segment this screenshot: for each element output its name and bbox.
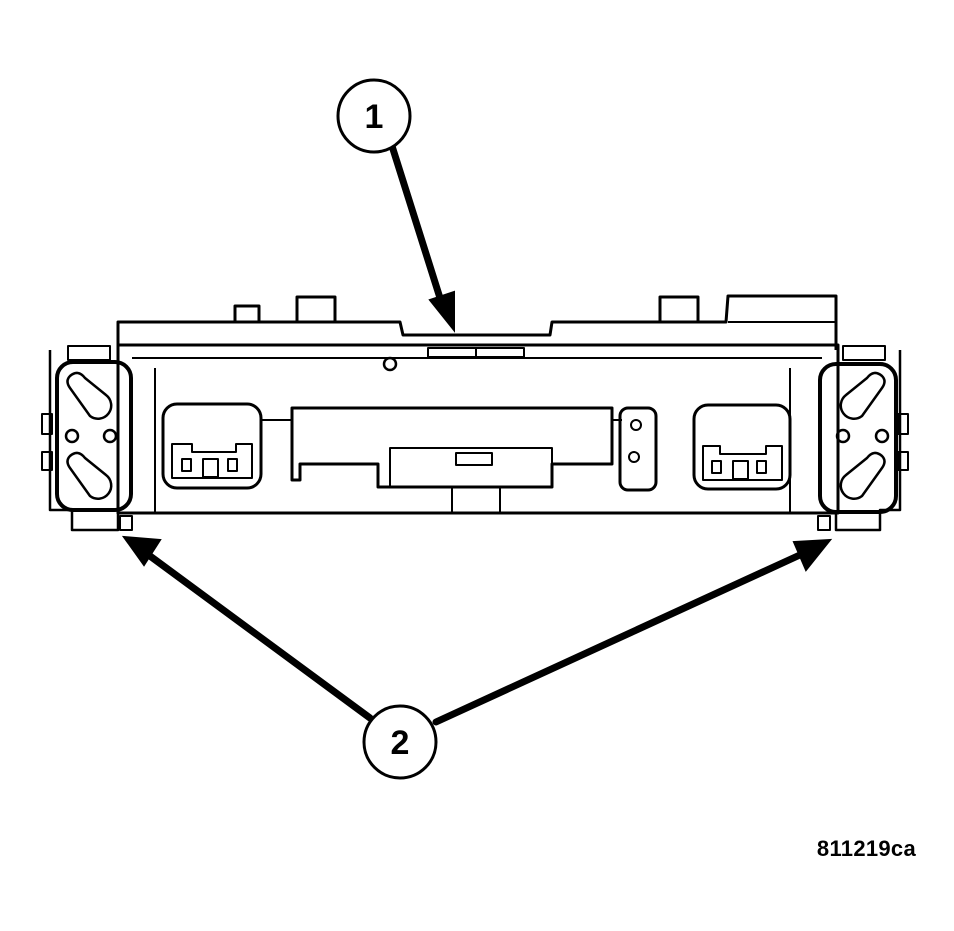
small-switch-dot-2 — [628, 451, 640, 463]
right-keyhole-upper — [839, 371, 886, 420]
connector-left-pin-3 — [227, 458, 238, 472]
screw-hole — [382, 356, 398, 372]
left-bracket-side-tab-1 — [41, 413, 53, 435]
left-bracket-frame — [48, 350, 120, 532]
callout-2: 2 — [362, 704, 438, 780]
callout-1: 1 — [336, 78, 412, 154]
right-bracket-top-tab — [842, 345, 886, 361]
bottom-connector — [451, 486, 501, 514]
left-knob-plate — [55, 360, 133, 512]
connector-right-pin-2 — [732, 460, 749, 480]
right-knob-hole-2 — [874, 428, 890, 444]
connector-left-pin-2 — [202, 458, 219, 478]
arrowhead-2b — [792, 538, 833, 572]
top-tab-3 — [658, 295, 700, 324]
callout-1-label: 1 — [365, 98, 384, 136]
callout-1-circle — [336, 78, 412, 154]
connector-right-latch — [702, 445, 783, 481]
leader-line-1 — [388, 142, 444, 302]
left-bracket-top-tab — [67, 345, 111, 361]
arrowhead-2a — [121, 535, 162, 567]
top-tab-1 — [233, 304, 261, 324]
connector-right-pin-1 — [711, 460, 722, 474]
connector-left-pin-1 — [181, 458, 192, 472]
leader-line-2b — [432, 550, 806, 726]
connector-left-latch — [171, 443, 253, 479]
callout-2-circle — [362, 704, 438, 780]
right-keyhole-lower — [839, 451, 886, 500]
connector-right — [692, 403, 792, 491]
left-bracket-side-tab-2 — [41, 451, 53, 471]
right-retaining-clip — [817, 515, 831, 531]
display-slot — [455, 452, 493, 466]
right-bracket-frame — [834, 350, 902, 532]
leader-line-2a — [146, 552, 374, 722]
small-switch-dot-1 — [630, 419, 642, 431]
right-knob-plate — [818, 362, 898, 514]
left-keyhole-lower — [66, 451, 113, 500]
left-knob-hole-1 — [64, 428, 80, 444]
connector-right-pin-3 — [756, 460, 767, 474]
top-tab-2 — [295, 295, 337, 324]
left-knob-hole-2 — [102, 428, 118, 444]
left-keyhole-upper — [66, 371, 113, 420]
display-housing — [290, 406, 614, 489]
connector-left — [161, 402, 263, 490]
callout-2-label: 2 — [391, 724, 410, 762]
small-switch — [618, 406, 658, 492]
right-knob-hole-1 — [835, 428, 851, 444]
left-retaining-clip — [119, 515, 133, 531]
arrowhead-1 — [428, 290, 455, 333]
figure-id: 811219ca — [816, 836, 916, 861]
